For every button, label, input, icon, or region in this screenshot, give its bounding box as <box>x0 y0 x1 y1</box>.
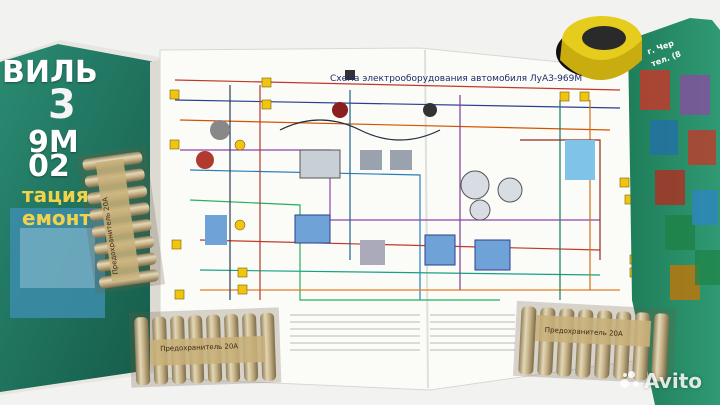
avito-watermark-text: Avito <box>644 369 702 393</box>
book-title-big: 3 <box>48 82 76 128</box>
diagram-wires <box>174 79 621 301</box>
fuse-block-right <box>513 300 677 385</box>
diagram-title: Схема электрооборудования автомобиля ЛуА… <box>330 74 583 84</box>
book-title-top: ВИЛЬ <box>2 55 98 90</box>
avito-logo-icon <box>620 371 640 391</box>
diagram-legend-lines <box>290 314 515 351</box>
book-line3: тация <box>22 183 89 207</box>
diagram-components <box>196 70 595 271</box>
book-model1: 9М <box>28 125 79 160</box>
book-line4: емонт <box>22 206 92 230</box>
book-model2: 02 <box>28 149 70 184</box>
yellow-tape-roll <box>556 16 642 80</box>
fuse-block-center <box>128 307 282 388</box>
fuse-block-left <box>76 145 166 294</box>
avito-watermark: Avito <box>620 369 702 393</box>
rolled-poster <box>628 18 720 405</box>
